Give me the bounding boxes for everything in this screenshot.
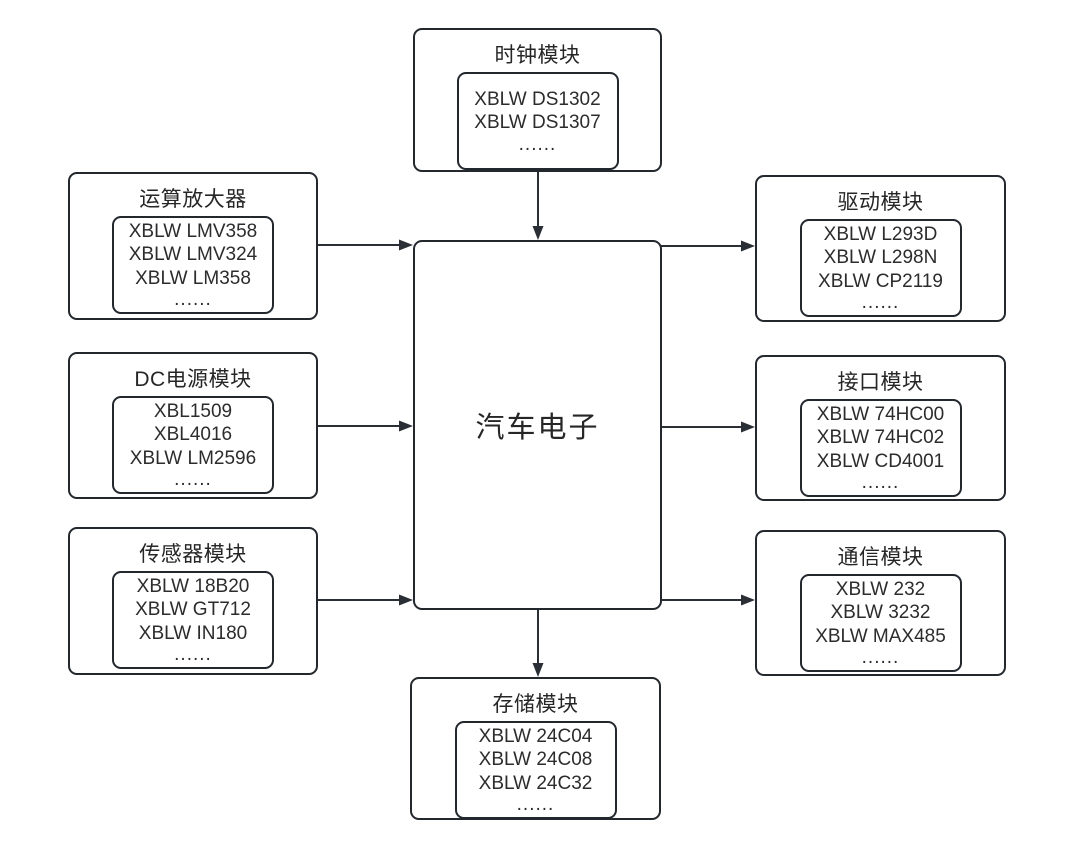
arrow-center-to-storage <box>532 610 544 677</box>
arrow-dc-power-to-center <box>318 420 413 432</box>
chip-item: XBLW LM2596 <box>129 447 257 469</box>
arrow-sensor-to-center <box>318 594 413 606</box>
arrowhead <box>741 421 755 433</box>
chip-list: XBLW 18B20 XBLW GT712 XBLW IN180 ...... <box>112 571 274 669</box>
ellipsis-item: ...... <box>174 289 212 311</box>
arrow-center-to-comm <box>661 594 755 606</box>
chip-item: XBLW 74HC00 <box>816 403 945 425</box>
node-title: 存储模块 <box>492 693 579 716</box>
chip-item: XBLW IN180 <box>138 622 248 644</box>
arrowhead <box>741 240 755 252</box>
chip-list: XBL1509 XBL4016 XBLW LM2596 ...... <box>112 396 274 494</box>
ellipsis-item: ...... <box>861 647 900 669</box>
chip-list: XBLW L293D XBLW L298N XBLW CP2119 ...... <box>799 219 962 317</box>
chip-item: XBLW 18B20 <box>136 575 250 597</box>
arrowhead <box>741 594 755 606</box>
chip-item: XBL1509 <box>153 400 233 422</box>
node-sensor-module: 传感器模块 XBLW 18B20 XBLW GT712 XBLW IN180 .… <box>68 527 318 675</box>
arrow-center-to-interface <box>661 421 755 433</box>
chip-item: XBLW DS1307 <box>474 112 601 133</box>
ellipsis-item: ...... <box>861 292 900 314</box>
chip-item: XBLW LMV358 <box>128 220 258 242</box>
node-title: 接口模块 <box>837 371 924 394</box>
chip-item: XBLW L298N <box>823 247 938 269</box>
node-dc-power-module: DC电源模块 XBL1509 XBL4016 XBLW LM2596 .....… <box>68 352 318 499</box>
node-title: 驱动模块 <box>837 191 924 214</box>
arrowhead <box>399 420 413 432</box>
center-title: 汽车电子 <box>475 412 600 444</box>
node-storage-module: 存储模块 XBLW 24C04 XBLW 24C08 XBLW 24C32 ..… <box>410 677 661 820</box>
node-title: 传感器模块 <box>139 543 247 566</box>
node-title: 通信模块 <box>837 546 924 569</box>
ellipsis-item: ...... <box>174 644 212 666</box>
chip-item: XBLW L293D <box>823 223 938 245</box>
arrowhead <box>399 594 413 606</box>
chip-item: XBLW 232 <box>835 578 926 600</box>
node-title: 时钟模块 <box>494 44 581 67</box>
chip-item: XBLW DS1302 <box>474 88 601 110</box>
arrow-opamp-to-center <box>318 239 413 251</box>
chip-item: XBLW 3232 <box>830 602 931 624</box>
node-interface-module: 接口模块 XBLW 74HC00 XBLW 74HC02 XBLW CD4001… <box>755 355 1006 501</box>
chip-list: XBLW 232 XBLW 3232 XBLW MAX485 ...... <box>799 574 962 672</box>
arrowhead <box>532 663 544 677</box>
chip-item: XBLW 24C08 <box>478 749 593 771</box>
node-opamp-module: 运算放大器 XBLW LMV358 XBLW LMV324 XBLW LM358… <box>68 172 318 320</box>
chip-item: XBLW 74HC02 <box>816 427 945 449</box>
chip-item: XBLW 24C32 <box>478 772 593 794</box>
chip-item: XBLW 24C04 <box>478 725 593 747</box>
node-clock-module: 时钟模块 XBLW DS1302 XBLW DS1307 ...... <box>413 28 662 172</box>
chip-item: XBLW MAX485 <box>815 625 946 647</box>
ellipsis-item: ...... <box>861 472 900 494</box>
ellipsis-item: ...... <box>518 133 557 155</box>
ellipsis-item: ...... <box>174 469 212 491</box>
chip-item: XBL4016 <box>153 424 233 446</box>
arrowhead <box>532 226 544 240</box>
chip-item: XBLW CP2119 <box>818 270 943 292</box>
chip-item: XBLW CD4001 <box>816 450 945 472</box>
chip-item: XBLW GT712 <box>135 599 251 621</box>
chip-item: XBLW LMV324 <box>128 244 258 266</box>
ellipsis-item: ...... <box>516 794 555 816</box>
chip-item: XBLW LM358 <box>135 267 251 289</box>
chip-list: XBLW 74HC00 XBLW 74HC02 XBLW CD4001 ....… <box>799 399 962 497</box>
node-title: 运算放大器 <box>139 188 247 211</box>
node-driver-module: 驱动模块 XBLW L293D XBLW L298N XBLW CP2119 .… <box>755 175 1006 322</box>
arrowhead <box>399 239 413 251</box>
chip-list: XBLW DS1302 XBLW DS1307 ...... <box>456 72 619 170</box>
node-communication-module: 通信模块 XBLW 232 XBLW 3232 XBLW MAX485 ....… <box>755 530 1006 676</box>
chip-list: XBLW LMV358 XBLW LMV324 XBLW LM358 .....… <box>112 216 274 314</box>
arrow-center-to-driver <box>661 240 755 252</box>
arrow-clock-to-center <box>532 172 544 240</box>
node-automotive-electronics: 汽车电子 <box>413 240 662 610</box>
chip-list: XBLW 24C04 XBLW 24C08 XBLW 24C32 ...... <box>454 721 617 819</box>
node-title: DC电源模块 <box>134 368 252 391</box>
